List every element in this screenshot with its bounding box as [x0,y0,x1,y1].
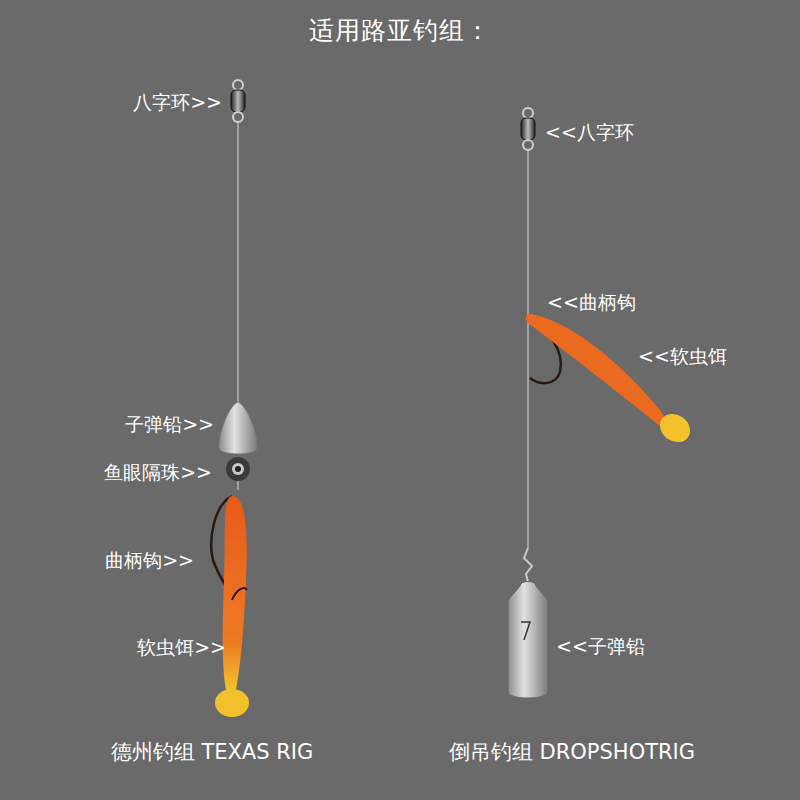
part-label: 子弹铅>> [125,412,214,438]
rig-caption: 德州钓组 TEXAS RIG [111,738,314,766]
part-label: 鱼眼隔珠>> [104,460,212,486]
part-label: <<曲柄钩 [547,290,636,316]
dropshot-rig [508,108,696,698]
part-label: <<子弹铅 [556,634,645,660]
part-label: <<软虫饵 [638,344,727,370]
rig-caption: 倒吊钓组 DROPSHOTRIG [449,738,695,766]
part-label: 曲柄钩>> [105,548,194,574]
texas-rig [211,80,257,717]
title: 适用路亚钓组： [309,14,491,47]
part-label: 八字环>> [133,90,222,116]
part-label: 软虫饵>> [137,635,226,661]
part-label: <<八字环 [545,120,634,146]
